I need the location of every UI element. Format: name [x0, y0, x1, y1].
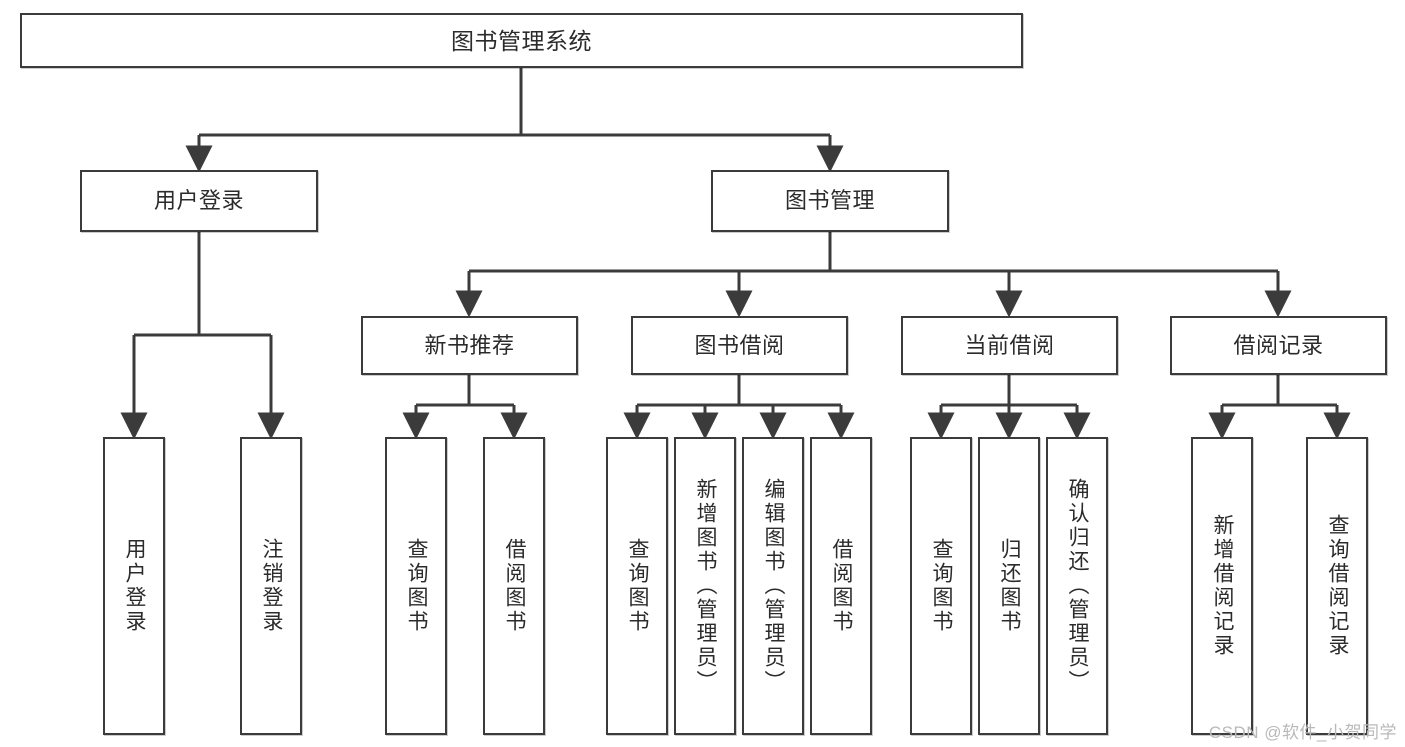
- node-leaf-borrow-do-label: 借阅图书: [830, 538, 853, 634]
- node-leaf-rec-add[interactable]: 新增借阅记录: [1191, 437, 1253, 735]
- node-leaf-rec-query2-label: 查询借阅记录: [1326, 514, 1349, 658]
- node-leaf-cur-confirm-label: 确认归还（管理员）: [1066, 478, 1089, 694]
- node-leaf-rec-query-label: 查询图书: [405, 538, 428, 634]
- node-leaf-borrow-add[interactable]: 新增图书（管理员）: [674, 437, 736, 735]
- node-leaf-borrow-query-label: 查询图书: [626, 538, 649, 634]
- node-user-login[interactable]: 用户登录: [80, 170, 318, 232]
- node-leaf-rec-borrow[interactable]: 借阅图书: [483, 437, 545, 735]
- node-borrow-record-label: 借阅记录: [1233, 332, 1324, 358]
- node-book-borrow[interactable]: 图书借阅: [631, 316, 848, 375]
- csdn-watermark: CSDN @软件_小贺同学: [1208, 723, 1397, 742]
- node-leaf-user-logout-label: 注销登录: [260, 538, 283, 634]
- node-leaf-borrow-edit-label: 编辑图书（管理员）: [762, 478, 785, 694]
- node-leaf-cur-query[interactable]: 查询图书: [910, 437, 972, 735]
- node-leaf-cur-query-label: 查询图书: [930, 538, 953, 634]
- node-leaf-borrow-edit[interactable]: 编辑图书（管理员）: [742, 437, 804, 735]
- node-leaf-rec-borrow-label: 借阅图书: [503, 538, 526, 634]
- node-leaf-borrow-add-label: 新增图书（管理员）: [694, 478, 717, 694]
- node-current-borrow-label: 当前借阅: [964, 332, 1055, 358]
- node-book-borrow-label: 图书借阅: [694, 332, 785, 358]
- node-leaf-user-logout[interactable]: 注销登录: [240, 437, 302, 735]
- node-leaf-borrow-query[interactable]: 查询图书: [606, 437, 668, 735]
- node-user-login-label: 用户登录: [153, 188, 244, 213]
- node-root-label: 图书管理系统: [451, 27, 592, 54]
- node-borrow-record[interactable]: 借阅记录: [1170, 316, 1387, 375]
- node-new-book-rec-label: 新书推荐: [424, 332, 515, 358]
- node-book-manage-label: 图书管理: [784, 188, 875, 213]
- node-book-manage[interactable]: 图书管理: [711, 170, 949, 232]
- node-leaf-user-login-label: 用户登录: [123, 538, 146, 634]
- node-leaf-rec-query[interactable]: 查询图书: [385, 437, 447, 735]
- node-current-borrow[interactable]: 当前借阅: [901, 316, 1118, 375]
- node-new-book-rec[interactable]: 新书推荐: [361, 316, 578, 375]
- node-leaf-cur-confirm[interactable]: 确认归还（管理员）: [1046, 437, 1108, 735]
- node-leaf-borrow-do[interactable]: 借阅图书: [810, 437, 872, 735]
- node-leaf-cur-return[interactable]: 归还图书: [978, 437, 1040, 735]
- node-leaf-rec-query2[interactable]: 查询借阅记录: [1306, 437, 1368, 735]
- node-leaf-rec-add-label: 新增借阅记录: [1211, 514, 1234, 658]
- node-leaf-cur-return-label: 归还图书: [998, 538, 1021, 634]
- node-root[interactable]: 图书管理系统: [20, 13, 1023, 68]
- node-leaf-user-login[interactable]: 用户登录: [103, 437, 165, 735]
